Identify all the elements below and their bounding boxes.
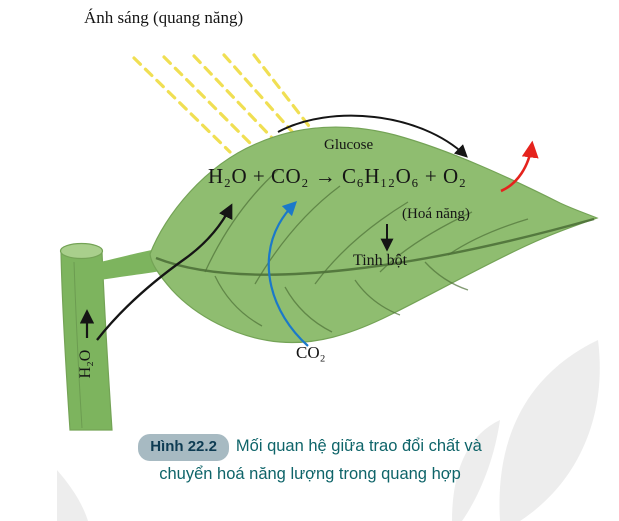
figure-caption: Hình 22.2 Mối quan hệ giữa trao đổi chất …	[80, 433, 540, 487]
photosynthesis-equation: H₂O + CO₂ → C₆H₁₂O₆ + O₂	[208, 164, 467, 188]
reactants-to-products-arrow	[277, 114, 468, 158]
leaf-midrib-vein	[155, 217, 595, 276]
light-energy-label: Ánh sáng (quang năng)	[84, 8, 244, 27]
h2o-stem-label: H₂O	[77, 349, 94, 379]
caption-line-2: chuyển hoá năng lượng trong quang hợp	[159, 465, 461, 483]
oxygen-release-arrow	[500, 140, 539, 193]
co2-intake-arrow	[267, 200, 309, 347]
stem-cut-surface	[59, 242, 104, 260]
leaf-side-veins	[204, 169, 529, 333]
starch-label: Tinh bột	[353, 252, 408, 269]
stem-shape	[59, 242, 168, 431]
figure-number-badge: Hình 22.2	[138, 434, 229, 461]
glucose-label: Glucose	[324, 137, 374, 153]
caption-line-1: Mối quan hệ giữa trao đổi chất và	[235, 437, 482, 455]
water-to-equation-arrow	[96, 203, 233, 341]
leaf-shape	[149, 126, 599, 344]
watermark-logo	[57, 340, 600, 521]
chemical-energy-label: (Hoá năng)	[402, 206, 470, 222]
light-rays	[132, 53, 314, 154]
co2-label: CO₂	[296, 343, 326, 362]
